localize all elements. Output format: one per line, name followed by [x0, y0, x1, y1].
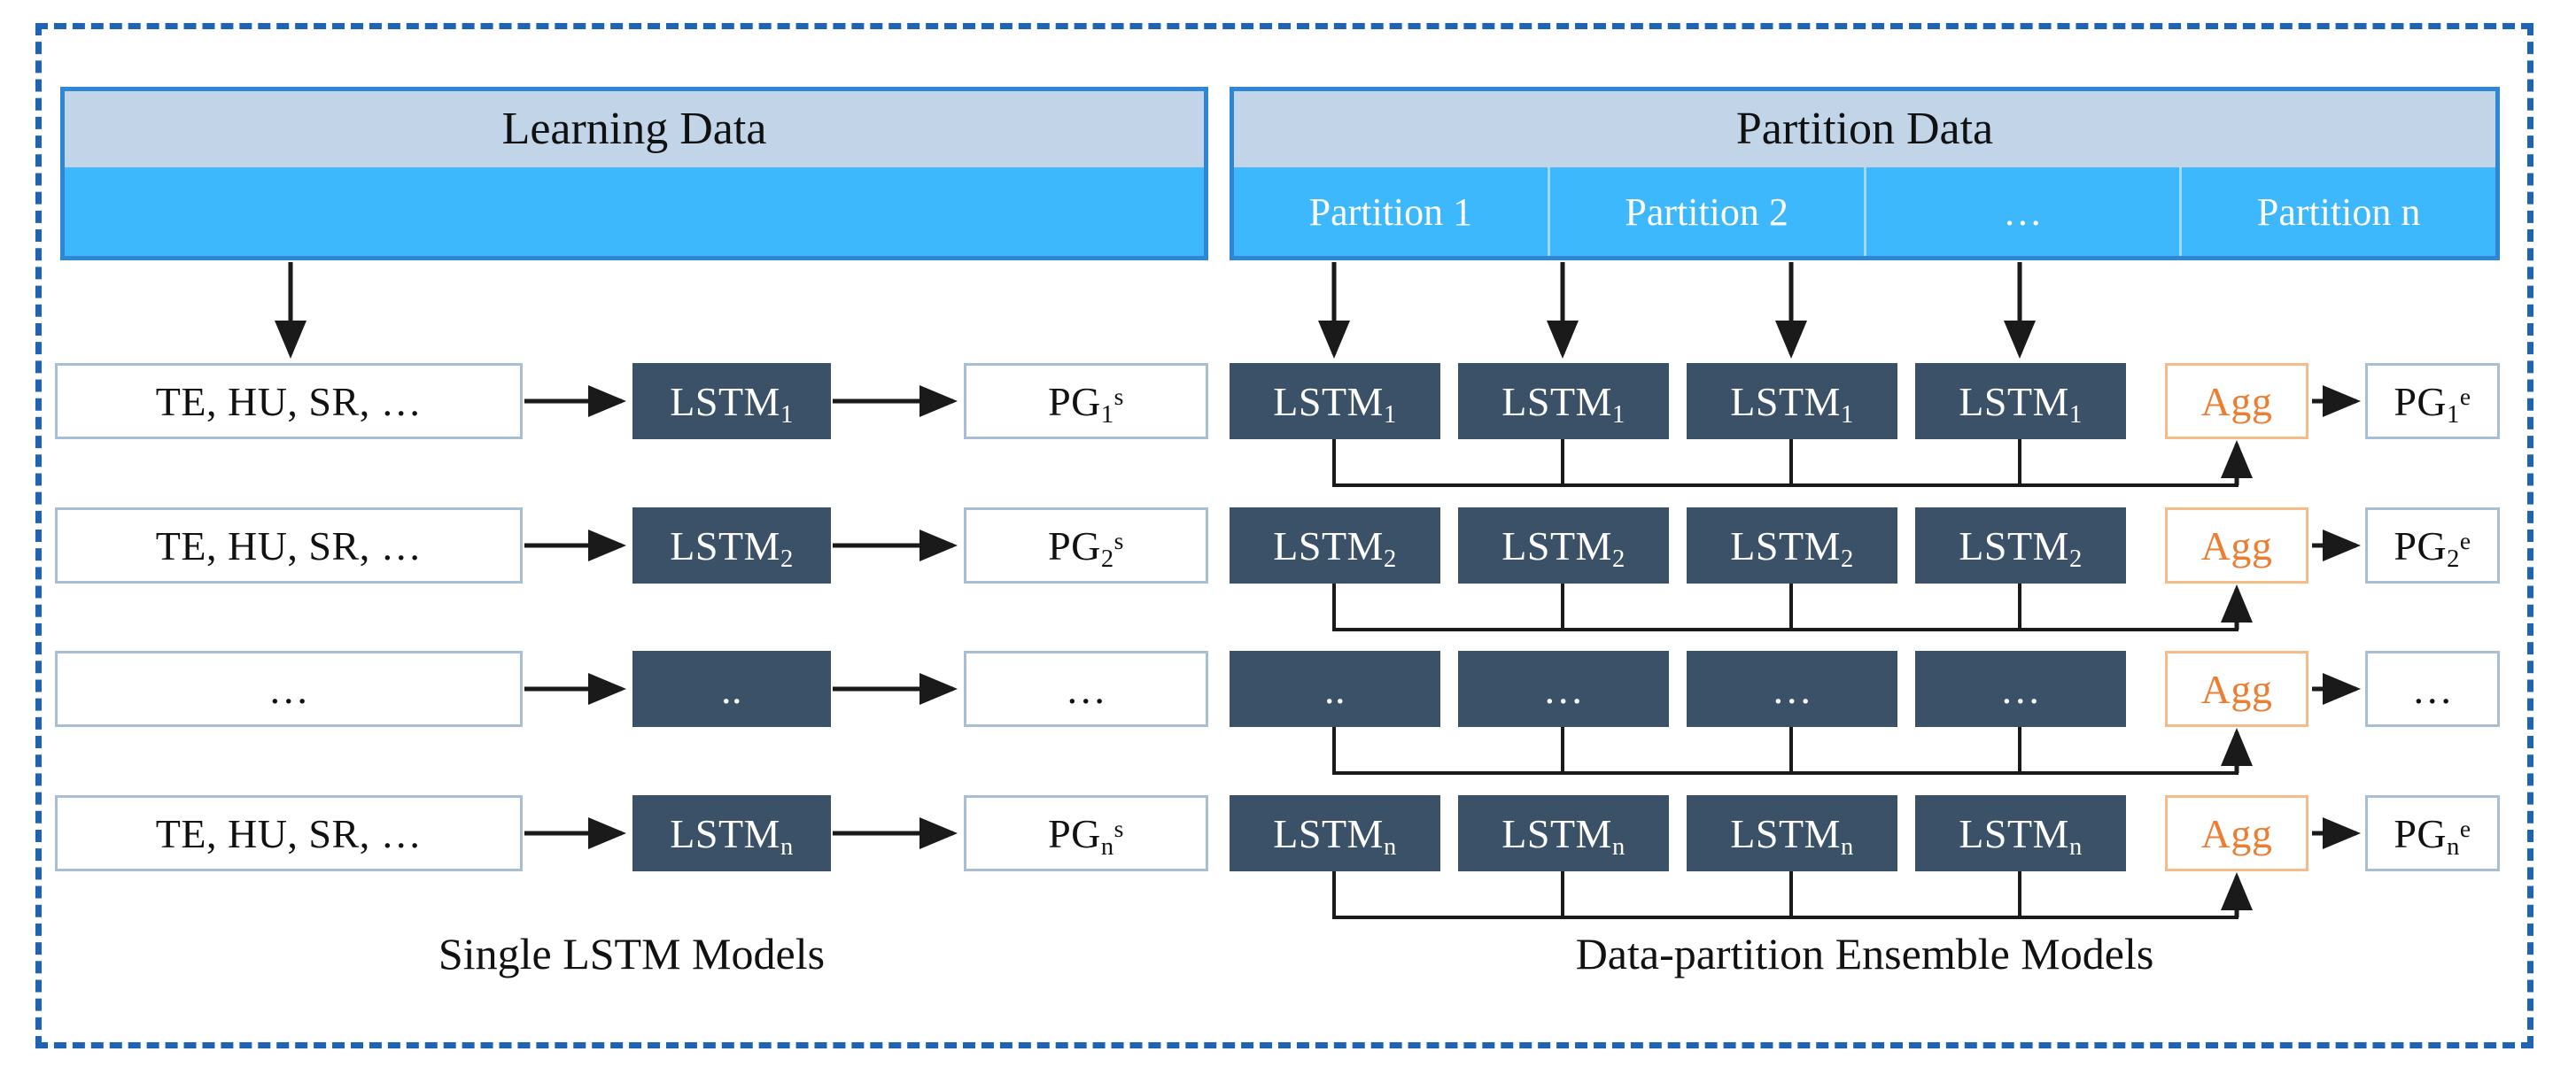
single-lstm-box-row4: LSTMn	[632, 795, 831, 871]
ensemble-lstm-box-r4c3: LSTMn	[1687, 795, 1897, 871]
agg-box-row1: Agg	[2165, 363, 2308, 439]
ensemble-lstm-label-r3c4: …	[1999, 666, 2042, 712]
single-output-label-row3: …	[1065, 666, 1107, 712]
ensemble-lstm-box-r2c2: LSTM2	[1458, 507, 1669, 584]
ensemble-output-box-row1: PG1e	[2365, 363, 2500, 439]
ensemble-lstm-label-r1c2: LSTM1	[1501, 378, 1626, 429]
input-features-label-row1: TE, HU, SR, …	[155, 378, 423, 424]
ensemble-output-label-row4: PGne	[2394, 810, 2471, 862]
ensemble-lstm-label-r1c1: LSTM1	[1273, 378, 1397, 429]
partition-header-1: Partition 1	[1234, 167, 1550, 256]
ensemble-lstm-box-r3c1: ..	[1230, 651, 1440, 727]
single-output-box-row1: PG1s	[964, 363, 1208, 439]
learning-data-panel: Learning Data	[60, 87, 1208, 260]
input-features-label-row3: …	[268, 666, 310, 712]
ensemble-lstm-box-r2c4: LSTM2	[1915, 507, 2126, 584]
ensemble-lstm-label-r4c2: LSTMn	[1501, 810, 1626, 862]
single-output-box-row4: PGns	[964, 795, 1208, 871]
ensemble-lstm-label-r2c1: LSTM2	[1273, 522, 1397, 574]
ensemble-lstm-label-r1c4: LSTM1	[1959, 378, 2083, 429]
ensemble-lstm-box-r1c2: LSTM1	[1458, 363, 1669, 439]
partition-data-title: Partition Data	[1234, 91, 2495, 167]
partition-header-2: Partition 2	[1550, 167, 1866, 256]
single-lstm-box-row3: ..	[632, 651, 831, 727]
outer-dashed-frame	[35, 23, 2533, 1048]
input-features-box-row4: TE, HU, SR, …	[55, 795, 523, 871]
ensemble-lstm-box-r4c1: LSTMn	[1230, 795, 1440, 871]
input-features-label-row2: TE, HU, SR, …	[155, 522, 423, 568]
ensemble-lstm-label-r4c4: LSTMn	[1959, 810, 2083, 862]
ensemble-lstm-label-r1c3: LSTM1	[1730, 378, 1854, 429]
agg-box-row4: Agg	[2165, 795, 2308, 871]
ensemble-lstm-box-r2c1: LSTM2	[1230, 507, 1440, 584]
agg-box-row3: Agg	[2165, 651, 2308, 727]
learning-data-title: Learning Data	[65, 91, 1204, 167]
ensemble-output-label-row2: PG2e	[2394, 522, 2471, 574]
ensemble-lstm-label-r4c3: LSTMn	[1730, 810, 1854, 862]
agg-box-row2: Agg	[2165, 507, 2308, 584]
ensemble-lstm-box-r3c2: …	[1458, 651, 1669, 727]
agg-label-row3: Agg	[2200, 666, 2273, 712]
single-output-box-row2: PG2s	[964, 507, 1208, 584]
single-lstm-label-row3: ..	[721, 666, 742, 712]
partition-header-n: Partition n	[2256, 189, 2421, 234]
ensemble-lstm-box-r4c2: LSTMn	[1458, 795, 1669, 871]
single-lstm-label-row4: LSTMn	[670, 810, 794, 862]
input-features-box-row2: TE, HU, SR, …	[55, 507, 523, 584]
ensemble-lstm-label-r2c2: LSTM2	[1501, 522, 1626, 574]
ensemble-lstm-label-r3c2: …	[1542, 666, 1585, 712]
ensemble-output-label-row3: …	[2411, 666, 2454, 712]
ensemble-lstm-box-r3c3: …	[1687, 651, 1897, 727]
single-output-label-row1: PG1s	[1048, 378, 1124, 429]
learning-data-strip	[65, 167, 1204, 256]
ensemble-lstm-box-r4c4: LSTMn	[1915, 795, 2126, 871]
right-section-caption: Data-partition Ensemble Models	[1575, 929, 2154, 978]
single-output-label-row2: PG2s	[1048, 522, 1124, 574]
single-lstm-label-row2: LSTM2	[670, 522, 794, 574]
ensemble-output-box-row2: PG2e	[2365, 507, 2500, 584]
ensemble-output-box-row3: …	[2365, 651, 2500, 727]
ensemble-output-label-row1: PG1e	[2394, 378, 2471, 429]
agg-label-row2: Agg	[2200, 522, 2273, 568]
ensemble-lstm-label-r3c1: ..	[1324, 666, 1346, 712]
agg-label-row1: Agg	[2200, 378, 2273, 424]
ensemble-lstm-box-r1c1: LSTM1	[1230, 363, 1440, 439]
ensemble-lstm-box-r3c4: …	[1915, 651, 2126, 727]
ensemble-lstm-label-r2c3: LSTM2	[1730, 522, 1854, 574]
ensemble-lstm-box-r1c4: LSTM1	[1915, 363, 2126, 439]
partition-data-strip: Partition 1 Partition 2 … Partition n	[1234, 167, 2495, 256]
ensemble-lstm-label-r2c4: LSTM2	[1959, 522, 2083, 574]
ensemble-lstm-label-r4c1: LSTMn	[1273, 810, 1397, 862]
input-features-label-row4: TE, HU, SR, …	[155, 810, 423, 856]
single-lstm-label-row1: LSTM1	[670, 378, 794, 429]
partition-data-panel: Partition Data Partition 1 Partition 2 ……	[1230, 87, 2500, 260]
single-lstm-box-row1: LSTM1	[632, 363, 831, 439]
ensemble-lstm-box-r2c3: LSTM2	[1687, 507, 1897, 584]
left-section-caption: Single LSTM Models	[438, 929, 826, 978]
input-features-box-row3: …	[55, 651, 523, 727]
partition-header-ellipsis: …	[1866, 167, 2183, 256]
single-output-label-row4: PGns	[1048, 810, 1124, 862]
ensemble-lstm-label-r3c3: …	[1771, 666, 1813, 712]
input-features-box-row1: TE, HU, SR, …	[55, 363, 523, 439]
single-lstm-box-row2: LSTM2	[632, 507, 831, 584]
ensemble-lstm-box-r1c3: LSTM1	[1687, 363, 1897, 439]
single-output-box-row3: …	[964, 651, 1208, 727]
ensemble-output-box-row4: PGne	[2365, 795, 2500, 871]
agg-label-row4: Agg	[2200, 810, 2273, 856]
